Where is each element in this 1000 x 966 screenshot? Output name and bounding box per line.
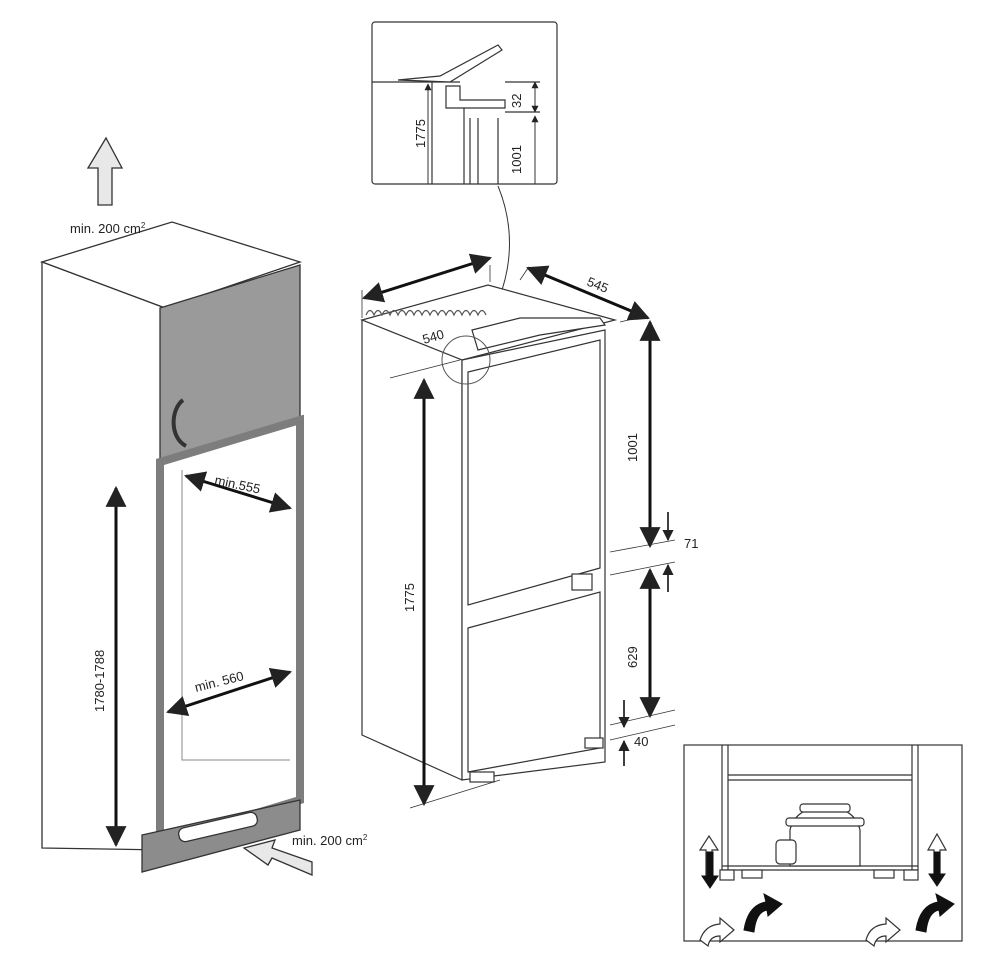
appliance-group — [360, 265, 676, 809]
appliance-dimensions — [361, 253, 674, 807]
detail-inset — [371, 21, 558, 185]
airflow-curve-arrow-left-icon — [743, 893, 783, 933]
width-label: 540 — [421, 326, 446, 346]
appliance-upper-door — [467, 339, 601, 606]
vent-in-arrow-icon — [242, 839, 313, 876]
cabinet-plinth — [141, 799, 301, 873]
detail-gap-label: 32 — [509, 94, 524, 108]
detail-circle — [441, 335, 491, 385]
cabinet-dimensions — [105, 471, 293, 848]
niche-depth-arrow — [183, 471, 293, 513]
niche-width-arrow — [166, 667, 292, 717]
vent-up-arrow-icon — [86, 136, 124, 206]
detail-height-label: 1775 — [413, 119, 428, 148]
vent-top-label: min. 200 cm2 — [70, 221, 146, 236]
cabinet-group — [39, 136, 313, 876]
height-label: 1775 — [402, 583, 417, 612]
airflow-down-arrow-right-icon — [928, 851, 946, 887]
door-handle — [171, 398, 188, 448]
gap-bottom-label: 40 — [634, 734, 648, 749]
width-arrow — [361, 253, 493, 303]
depth-arrow — [526, 265, 650, 321]
plinth-vent-slot — [177, 811, 259, 843]
airflow-arrows — [701, 851, 955, 933]
upper-door-label: 1001 — [625, 433, 640, 462]
airflow-curve-arrow-right-icon — [915, 893, 955, 933]
detail-door-label: 1001 — [509, 145, 524, 174]
appliance-side — [361, 319, 463, 781]
cabinet-side-panel — [41, 261, 166, 851]
detail-labels: 1775 1001 32 — [413, 94, 524, 174]
niche-height-label: 1780-1788 — [92, 650, 107, 712]
airflow-inset — [683, 744, 963, 948]
airflow-down-arrow-left-icon — [701, 851, 719, 889]
lower-door-label: 629 — [625, 646, 640, 668]
gap-middle-label: 71 — [684, 536, 698, 551]
vent-bottom-label: min. 200 cm2 — [292, 833, 368, 848]
compressor-icon — [789, 805, 861, 867]
